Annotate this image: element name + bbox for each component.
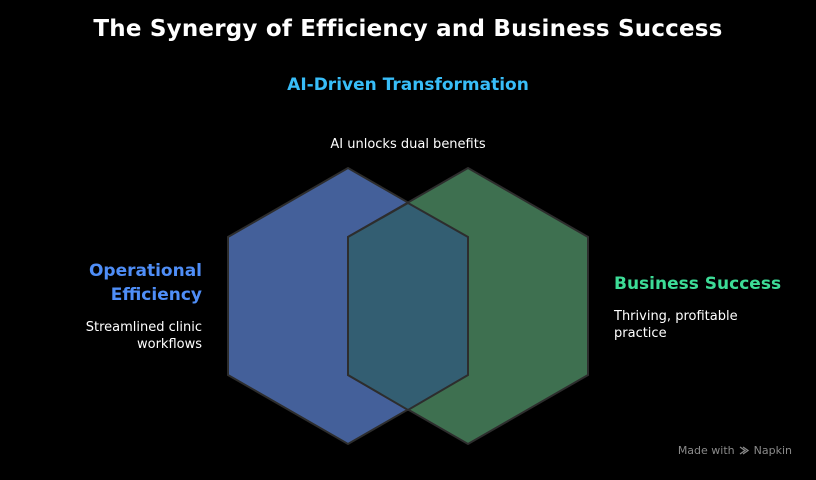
ai-transformation-title: AI-Driven Transformation [287,75,529,95]
operational-efficiency-description: Streamlined clinic workflows [85,320,202,352]
operational-efficiency-title: Operational Efficiency [88,261,202,305]
napkin-icon [739,446,749,455]
napkin-brand-label: Napkin [753,444,792,457]
made-with-label: Made with [677,444,735,457]
ai-transformation-overlap [347,201,469,412]
ai-transformation-description: AI unlocks dual benefits [330,137,486,152]
made-with-napkin-footer[interactable]: Made with Napkin [678,444,792,457]
business-success-description: Thriving, profitable practice [614,309,738,341]
page-title: The Synergy of Efficiency and Business S… [93,16,723,42]
business-success-title: Business Success [614,274,782,294]
